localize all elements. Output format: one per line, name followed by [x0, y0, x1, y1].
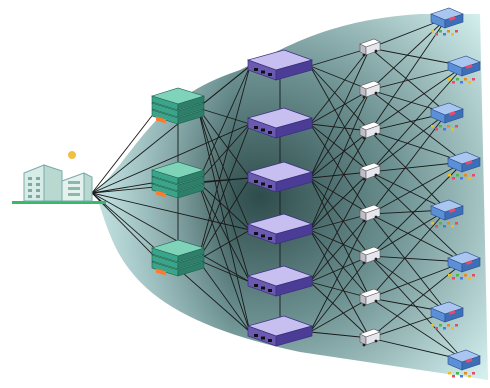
link-hub-warehouse — [197, 65, 251, 261]
delivery-truck-icon — [359, 246, 381, 265]
link-hub-warehouse — [197, 229, 251, 261]
link-warehouse-truck — [309, 65, 371, 173]
delivery-truck-icon — [359, 80, 381, 99]
delivery-truck-icon — [359, 162, 381, 181]
link-source-warehouse — [91, 192, 251, 231]
retail-store-icon — [447, 55, 481, 84]
retail-store-icon — [430, 199, 464, 228]
link-hub-warehouse — [197, 123, 251, 261]
link-hub-warehouse — [197, 181, 251, 231]
link-hub-warehouse — [197, 65, 251, 183]
link-truck-store — [369, 213, 448, 313]
link-warehouse-truck — [309, 171, 371, 231]
link-hub-warehouse — [197, 181, 251, 333]
warehouse-icon — [246, 161, 314, 193]
delivery-truck-icon — [359, 288, 381, 307]
retail-store-icon — [447, 251, 481, 280]
link-truck-store — [369, 130, 465, 163]
link-truck-store — [369, 209, 448, 257]
link-truck-store — [369, 112, 448, 215]
link-warehouse-truck — [309, 130, 371, 231]
link-truck-store — [369, 89, 465, 163]
link-hub-warehouse — [197, 65, 251, 109]
link-hub-warehouse — [197, 123, 251, 183]
link-warehouse-truck — [309, 213, 371, 283]
link-truck-store — [369, 213, 465, 263]
warehouse-icon — [246, 49, 314, 81]
warehouse-icon — [246, 213, 314, 245]
link-warehouse-truck — [309, 229, 371, 299]
link-warehouse-truck — [309, 89, 371, 179]
link-truck-store — [369, 161, 465, 257]
link-hub-warehouse — [197, 177, 251, 261]
link-warehouse-truck — [309, 281, 371, 339]
link-source-warehouse — [91, 192, 251, 283]
link-hub-warehouse — [197, 107, 251, 179]
nodes-layer — [12, 7, 481, 378]
retail-store-icon — [430, 7, 464, 36]
retail-store-icon — [430, 301, 464, 330]
link-truck-store — [369, 17, 448, 91]
link-warehouse-truck — [309, 65, 371, 132]
retail-store-icon — [447, 151, 481, 180]
link-warehouse-truck — [309, 177, 371, 257]
link-warehouse-truck — [309, 229, 371, 339]
link-hub-warehouse — [197, 259, 251, 333]
link-warehouse-truck — [309, 47, 371, 125]
distribution-hub-icon — [150, 161, 206, 199]
warehouse-icon — [246, 265, 314, 297]
link-hub-warehouse — [197, 107, 251, 333]
link-truck-store — [369, 171, 465, 263]
link-warehouse-truck — [309, 177, 371, 215]
warehouse-icon — [246, 315, 314, 347]
link-truck-store — [369, 65, 465, 173]
link-truck-store — [369, 171, 448, 211]
link-truck-store — [369, 130, 448, 211]
link-hub-warehouse — [197, 107, 251, 231]
warehouse-icon — [246, 107, 314, 139]
link-source-hub — [91, 192, 159, 261]
link-hub-warehouse — [197, 107, 251, 125]
link-truck-store — [369, 255, 448, 313]
link-warehouse-truck — [309, 213, 371, 333]
link-source-warehouse — [91, 123, 251, 194]
link-truck-store — [369, 161, 465, 215]
distribution-hub-icon — [150, 239, 206, 277]
link-warehouse-truck — [309, 297, 371, 333]
link-warehouse-truck — [309, 123, 371, 215]
link-warehouse-truck — [309, 89, 371, 231]
delivery-truck-icon — [359, 204, 381, 223]
link-warehouse-truck — [309, 130, 371, 179]
delivery-truck-icon — [359, 328, 381, 347]
link-warehouse-truck — [309, 171, 371, 283]
link-truck-store — [369, 261, 465, 299]
factory-building-icon — [12, 151, 106, 204]
delivery-truck-icon — [359, 121, 381, 140]
link-warehouse-truck — [309, 177, 371, 299]
link-truck-store — [369, 255, 465, 361]
link-warehouse-truck — [309, 47, 371, 179]
retail-store-icon — [447, 349, 481, 378]
link-truck-store — [369, 209, 448, 299]
link-truck-store — [369, 112, 448, 173]
retail-store-icon — [430, 102, 464, 131]
link-truck-store — [369, 65, 465, 132]
link-hub-warehouse — [197, 107, 251, 283]
link-hub-warehouse — [197, 177, 251, 183]
link-warehouse-truck — [309, 89, 371, 125]
link-source-hub — [91, 181, 159, 194]
link-warehouse-truck — [309, 123, 371, 173]
link-hub-warehouse — [197, 181, 251, 283]
link-source-hub — [91, 107, 159, 194]
link-warehouse-truck — [309, 255, 371, 333]
distribution-hub-icon — [150, 87, 206, 125]
link-truck-store — [369, 297, 465, 361]
delivery-truck-icon — [359, 38, 381, 57]
link-truck-store — [369, 17, 448, 132]
link-hub-warehouse — [197, 259, 251, 283]
